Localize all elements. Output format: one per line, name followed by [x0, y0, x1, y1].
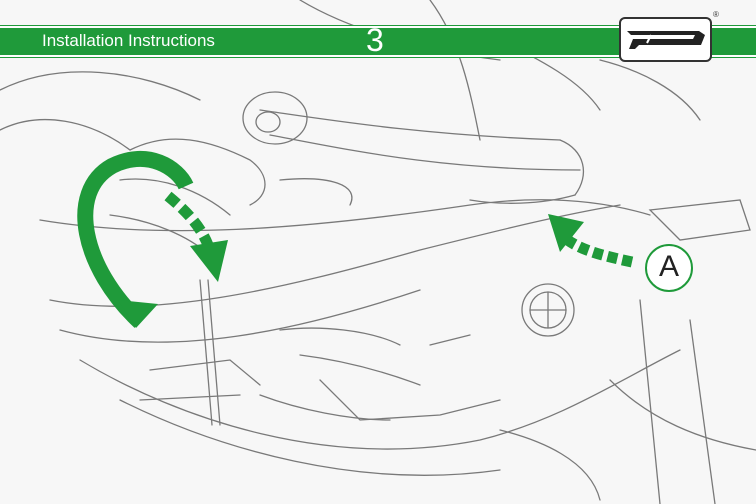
- page-title: Installation Instructions: [42, 31, 215, 50]
- curved-rotation-arrow-icon: [77, 150, 194, 328]
- callout-label: A: [658, 250, 679, 283]
- callout-circle: [645, 244, 693, 292]
- step-number: 3: [366, 22, 384, 58]
- dashed-curved-arrow-icon: [548, 214, 634, 268]
- dashed-down-arrow-icon: [164, 191, 228, 282]
- registered-mark: ®: [713, 10, 719, 19]
- ep-logo-icon: [627, 31, 705, 49]
